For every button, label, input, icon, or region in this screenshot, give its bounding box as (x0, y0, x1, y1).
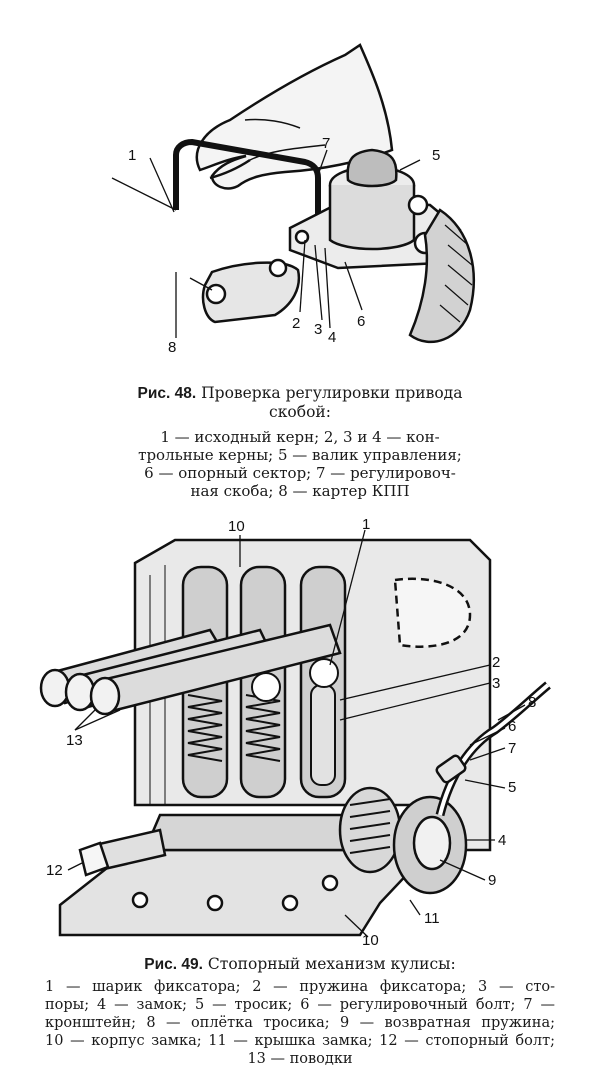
leader-lines-49 (67, 529, 526, 938)
figure-48-number: Рис. 48. (137, 385, 197, 402)
legend-48-line-2: трольные керны; 5 — валик управления; (138, 446, 462, 464)
figure-49-title: Стопорный механизм кулисы: (207, 955, 456, 973)
callout-3: 3 (492, 675, 500, 692)
figure-49-caption: Рис. 49. Стопорный механизм кулисы: (0, 955, 600, 974)
figure-48-title-line2: скобой: (269, 403, 331, 421)
legend-49-line-3: кронштейн; 8 — оплётка тросика; 9 — возв… (45, 1015, 555, 1031)
figure-48-caption: Рис. 48. Проверка регулировки привода ск… (0, 384, 600, 422)
callout-10-bottom: 10 (362, 932, 379, 949)
callout-4: 4 (498, 832, 506, 849)
shift-rods (39, 623, 342, 716)
figure-48-legend: 1 — исходный керн; 2, 3 и 4 — кон- троль… (0, 428, 600, 500)
figure-49-legend: 1 — шарик фиксатора; 2 — пружина фиксато… (0, 978, 600, 1068)
callout-1: 1 (128, 147, 136, 164)
figure-48-drawing: 1 7 5 2 3 4 6 8 (111, 43, 475, 356)
callout-11: 11 (424, 910, 440, 927)
detent-springs (187, 684, 336, 786)
legend-48-line-1: 1 — исходный керн; 2, 3 и 4 — кон- (160, 428, 440, 446)
figure-48-title-line1: Проверка регулировки привода (201, 384, 463, 402)
callout-5: 5 (432, 147, 440, 164)
leader-lines (111, 149, 421, 338)
callout-7: 7 (508, 740, 516, 757)
callout-8: 8 (528, 694, 536, 711)
callout-10-top: 10 (228, 518, 245, 535)
callout-1: 1 (362, 516, 370, 533)
callout-12: 12 (46, 862, 63, 879)
lock-assembly (338, 786, 468, 895)
callout-6: 6 (508, 718, 516, 735)
figure-49-number: Рис. 49. (144, 956, 203, 973)
callout-3: 3 (314, 321, 322, 338)
callout-2: 2 (492, 654, 500, 671)
callout-2: 2 (292, 315, 300, 332)
callout-labels-49: 10 1 2 3 8 6 7 5 13 4 9 12 11 10 (46, 516, 536, 949)
legend-48-line-4: ная скоба; 8 — картер КПП (190, 482, 410, 500)
legend-49-line-4: 10 — корпус замка; 11 — крышка замка; 12… (45, 1033, 555, 1049)
callout-6: 6 (357, 313, 365, 330)
callout-9: 9 (488, 872, 496, 889)
stop-bolt (78, 828, 167, 877)
detent-balls (251, 658, 339, 702)
callout-8: 8 (168, 339, 176, 356)
callout-7: 7 (322, 135, 330, 152)
legend-49-line-5: 13 — поводки (247, 1051, 353, 1067)
legend-48-line-3: 6 — опорный сектор; 7 — регулировоч- (144, 464, 456, 482)
gearbox-plate (201, 258, 301, 324)
figure-49-drawing: 10 1 2 3 8 6 7 5 13 4 9 12 11 10 (39, 516, 551, 949)
callout-5: 5 (508, 779, 516, 796)
cable-and-sheath (435, 681, 551, 817)
callout-labels: 1 7 5 2 3 4 6 8 (128, 135, 440, 356)
adjusting-bracket (173, 139, 321, 235)
legend-49-line-1: 1 — шарик фиксатора; 2 — пружина фиксато… (45, 979, 555, 995)
legend-49-line-2: поры; 4 — замок; 5 — тросик; 6 — регулир… (45, 997, 555, 1013)
callout-4: 4 (328, 329, 336, 346)
support-sector (408, 208, 475, 344)
callout-13: 13 (66, 732, 83, 749)
